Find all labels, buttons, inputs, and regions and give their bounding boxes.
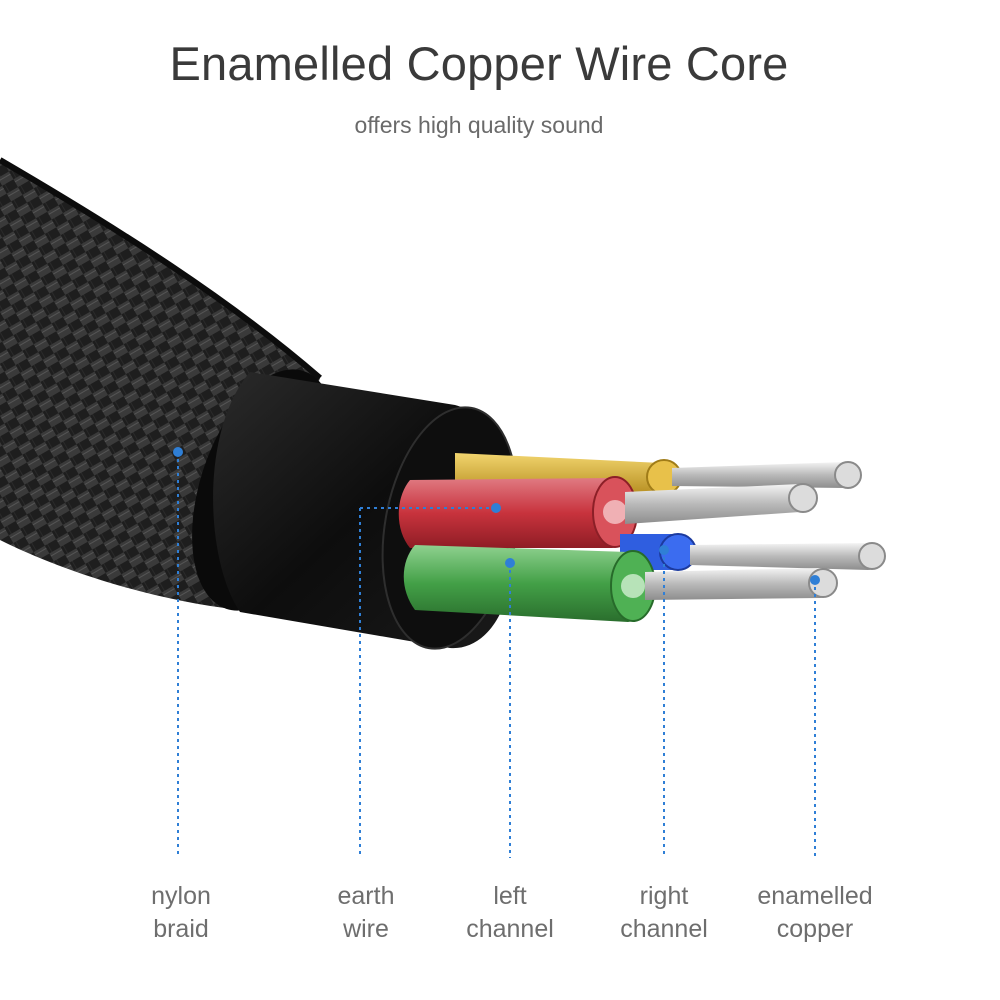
red-core [398,478,635,548]
title: Enamelled Copper Wire Core [169,37,789,90]
subtitle: offers high quality sound [354,112,604,138]
enamelled-copper-strands [625,461,886,600]
label-line-1: right [639,882,689,910]
leader-dot-right-channel [659,545,669,555]
label-line-2: channel [620,915,708,943]
label-line-2: braid [153,915,209,943]
label-right-channel: right channel [579,880,749,946]
label-left-channel: left channel [425,880,595,946]
label-line-1: nylon [151,882,211,910]
label-nylon-braid: nylon braid [96,880,266,946]
label-line-2: copper [776,915,854,943]
label-line-1: earth [337,882,395,910]
left-channel-core [403,545,652,622]
label-line-2: channel [466,915,554,943]
label-line-1: enamelled [757,882,873,910]
leader-dot-earth-wire [491,503,501,513]
leader-dot-left-channel [505,558,515,568]
label-line-1: left [493,882,527,910]
leader-dot-enamelled-copper [810,575,820,585]
label-enamelled-copper: enamelled copper [730,880,900,946]
label-earth-wire: earth wire [281,880,451,946]
label-line-2: wire [343,915,389,943]
leader-dot-nylon-braid [173,447,183,457]
